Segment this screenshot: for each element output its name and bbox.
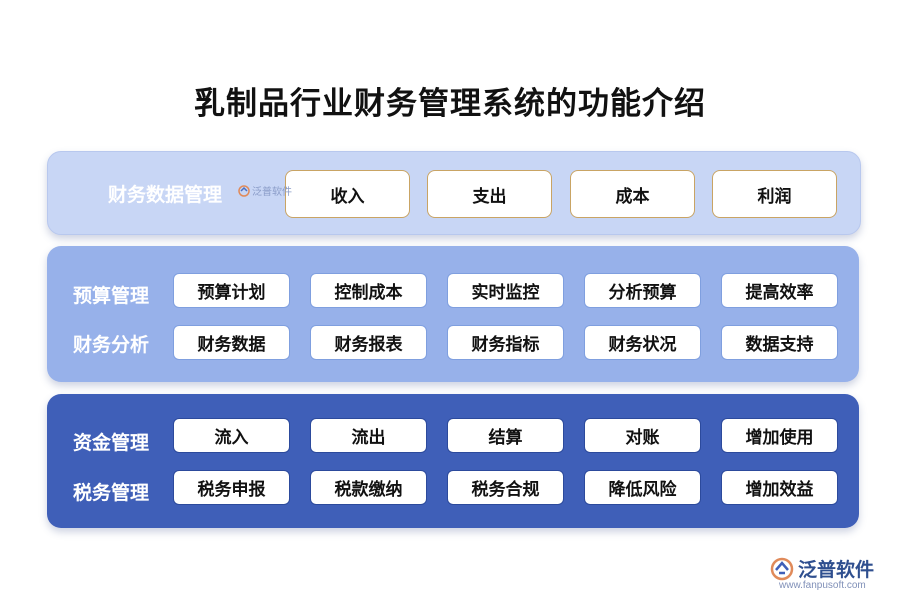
brand-url: www.fanpusoft.com — [779, 580, 866, 591]
item-box: 税务申报 — [173, 470, 290, 505]
item-box: 收入 — [285, 170, 410, 218]
page-title: 乳制品行业财务管理系统的功能介绍 — [194, 86, 706, 122]
brand-logo: 泛普软件 — [770, 555, 874, 582]
item-box: 财务指标 — [447, 325, 564, 360]
item-box: 利润 — [712, 170, 837, 218]
item-box: 流入 — [173, 418, 290, 453]
item-box: 税款缴纳 — [310, 470, 427, 505]
fanpu-logo-icon — [238, 184, 250, 197]
item-box: 财务状况 — [584, 325, 701, 360]
item-box: 提高效率 — [721, 273, 838, 308]
item-box: 预算计划 — [173, 273, 290, 308]
item-box: 控制成本 — [310, 273, 427, 308]
section-label-funds: 资金管理 — [73, 432, 150, 454]
panel-budget-finance: 预算管理 预算计划 控制成本 实时监控 分析预算 提高效率 财务分析 财务数据 … — [47, 246, 859, 382]
item-box: 财务报表 — [310, 325, 427, 360]
item-box: 实时监控 — [447, 273, 564, 308]
panel-financial-data-management: 财务数据管理 收入 支出 成本 利润 — [47, 151, 861, 235]
item-box: 流出 — [310, 418, 427, 453]
section-label-budget: 预算管理 — [73, 285, 150, 307]
watermark: 泛普软件 — [238, 183, 292, 198]
brand-name: 泛普软件 — [798, 559, 875, 581]
item-box: 对账 — [584, 418, 701, 453]
section-label-analysis: 财务分析 — [73, 334, 150, 356]
item-box: 税务合规 — [447, 470, 564, 505]
section-label-financial-data: 财务数据管理 — [108, 184, 223, 206]
item-box: 结算 — [447, 418, 564, 453]
section-label-tax: 税务管理 — [73, 482, 150, 504]
watermark-text: 泛普软件 — [252, 187, 292, 198]
item-box: 财务数据 — [173, 325, 290, 360]
fanpu-logo-icon — [770, 557, 794, 580]
item-box: 支出 — [427, 170, 552, 218]
item-box: 增加效益 — [721, 470, 838, 505]
item-box: 增加使用 — [721, 418, 838, 453]
panel-funds-tax: 资金管理 流入 流出 结算 对账 增加使用 税务管理 税务申报 税款缴纳 税务合… — [47, 394, 859, 528]
item-box: 降低风险 — [584, 470, 701, 505]
item-box: 分析预算 — [584, 273, 701, 308]
item-box: 成本 — [570, 170, 695, 218]
item-box: 数据支持 — [721, 325, 838, 360]
